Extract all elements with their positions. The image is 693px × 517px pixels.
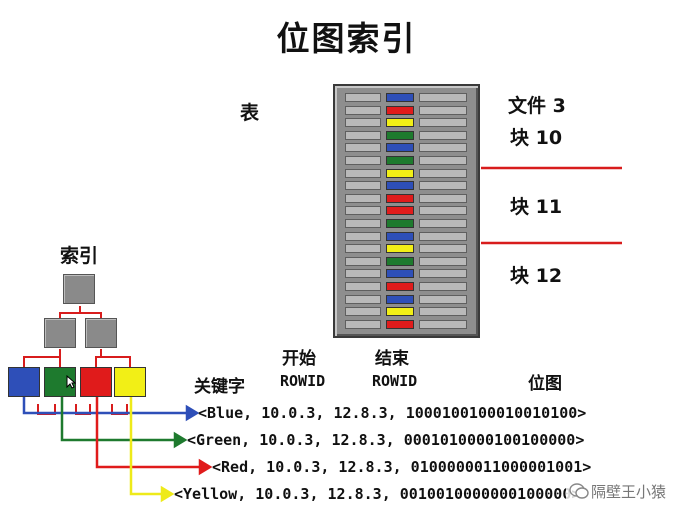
index-branch-node	[44, 318, 76, 348]
start-column-header: 开始	[282, 344, 316, 369]
mouse-cursor-icon	[66, 375, 76, 389]
start-rowid-header: ROWID	[280, 372, 325, 390]
index-root-node	[63, 274, 95, 304]
yellow-arrowhead	[162, 488, 172, 500]
wechat-icon	[569, 482, 589, 500]
index-label: 索引	[60, 241, 98, 268]
bitmap-entry-green: <Green, 10.0.3, 12.8.3, 0001010000100100…	[187, 431, 584, 449]
yellow-key-node	[114, 367, 146, 397]
blue-key-arrow	[24, 397, 187, 413]
bitmap-entry-yellow: <Yellow, 10.0.3, 12.8.3, 001001000000010…	[174, 485, 580, 503]
blue-arrowhead	[187, 407, 197, 419]
key-column-header: 关键字	[194, 372, 245, 397]
watermark-text: 隔壁王小猿	[591, 481, 666, 502]
red-arrowhead	[200, 461, 210, 473]
bitmap-column-header: 位图	[528, 369, 562, 394]
index-branch-node	[85, 318, 117, 348]
yellow-key-arrow	[131, 397, 162, 494]
watermark: 隔壁王小猿	[566, 479, 688, 503]
green-arrowhead	[175, 434, 185, 446]
bitmap-entry-blue: <Blue, 10.0.3, 12.8.3, 10001001000100101…	[198, 404, 586, 422]
end-column-header: 结束	[375, 344, 409, 369]
blue-key-node	[8, 367, 40, 397]
green-key-arrow	[62, 397, 175, 440]
bitmap-entry-red: <Red, 10.0.3, 12.8.3, 010000001100000100…	[212, 458, 591, 476]
end-rowid-header: ROWID	[372, 372, 417, 390]
red-key-node	[80, 367, 112, 397]
